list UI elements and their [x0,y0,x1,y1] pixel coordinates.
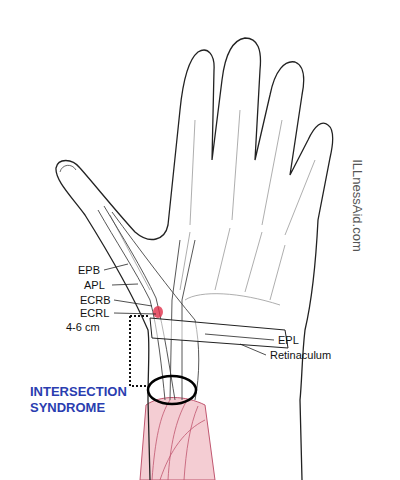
distance-bracket [130,316,150,386]
part-label: Retinaculum [270,349,331,362]
leader-lines [104,264,274,355]
intersection-circle [148,376,196,404]
dimension-label: 4-6 cm [66,321,100,334]
inflammation-spot [153,306,163,318]
retinaculum-band [150,318,288,348]
tendon-apl [104,206,175,400]
tendon-label: EPL [278,334,299,347]
carpal-line [185,294,280,305]
muscle [140,398,215,480]
bones [110,110,315,300]
muscle-fibres [152,400,205,480]
tendon-label: EPB [78,264,100,277]
tendon-label: APL [84,279,105,292]
diagram-heading: INTERSECTION SYNDROME [30,384,140,416]
tendon-label: ECRB [80,294,111,307]
thumb-nail [60,165,76,172]
tendon-epl [112,212,199,400]
tendon-label: ECRL [80,307,109,320]
watermark: ILLnessAid.com [351,159,364,252]
